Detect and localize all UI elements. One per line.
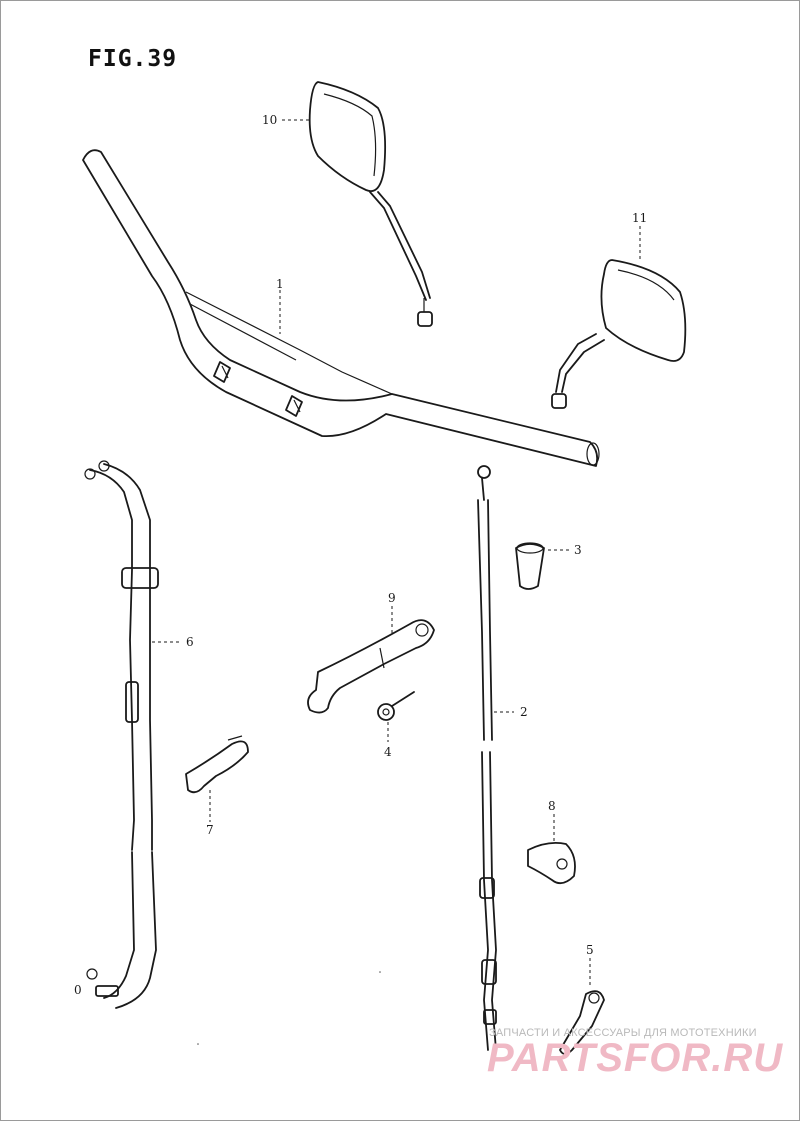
cable-guide[interactable] <box>185 735 249 794</box>
throttle-cable[interactable] <box>477 465 497 1051</box>
callout-cable-guide: 7 <box>206 823 214 837</box>
mirror-left[interactable] <box>308 81 433 327</box>
callout-cable-end: 0 <box>74 983 82 997</box>
holder-bracket-lower[interactable] <box>527 841 576 885</box>
holder-bracket-upper[interactable] <box>307 619 435 714</box>
callout-clamp-bolt: 4 <box>384 745 392 759</box>
callout-clutch-cable: 6 <box>186 635 194 649</box>
handlebar[interactable] <box>82 149 600 467</box>
clutch-cable[interactable] <box>84 460 159 1009</box>
figure-title: FIG.39 <box>88 46 178 72</box>
watermark-caption: ЗАПЧАСТИ И АКСЕССУАРЫ ДЛЯ МОТОТЕХНИКИ <box>489 1027 757 1039</box>
callout-mirror-left: 10 <box>262 113 277 127</box>
clamp-bolt[interactable] <box>377 691 415 721</box>
watermark-logo: PARTSFOR.RU <box>487 1036 784 1080</box>
callout-holder-bracket-upper: 9 <box>388 591 396 605</box>
lever-holder[interactable] <box>559 990 605 1055</box>
callout-throttle-cable: 2 <box>520 705 528 719</box>
scan-specks <box>197 971 381 1045</box>
callout-grip: 3 <box>574 543 582 557</box>
callout-holder-bracket-lower: 8 <box>548 799 556 813</box>
callout-handlebar: 1 <box>276 277 284 291</box>
mirror-right[interactable] <box>551 259 687 409</box>
callout-lever-holder: 5 <box>586 943 594 957</box>
leader-lines <box>152 119 641 988</box>
callout-mirror-right: 11 <box>632 211 647 225</box>
grip[interactable] <box>515 542 545 590</box>
callouts: 10 11 1 3 6 9 4 2 7 8 5 0 <box>74 113 647 997</box>
